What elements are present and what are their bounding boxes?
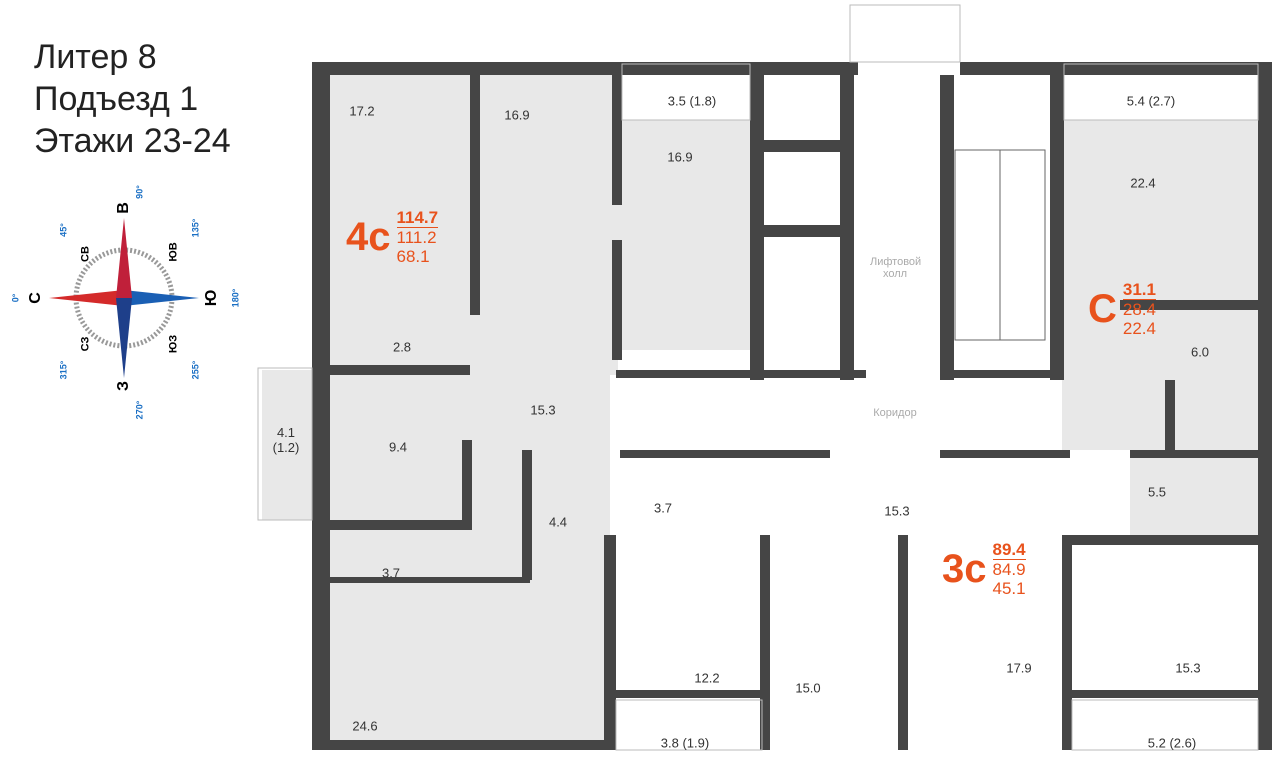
compass-nw: СЗ xyxy=(79,336,92,352)
area: 28.4 xyxy=(1122,300,1156,319)
living-area: 22.4 xyxy=(1122,319,1156,338)
entrance-label: Подъезд 1 xyxy=(34,80,199,118)
apartment-code: С xyxy=(1088,286,1117,331)
room-area: 17.9 xyxy=(1006,660,1032,676)
compass-north: С xyxy=(27,292,44,304)
total-area: 31.1 xyxy=(1122,280,1156,300)
room-area: 6.0 xyxy=(1190,344,1210,360)
room-area: 15.3 xyxy=(530,402,556,418)
corridor-label: Коридор xyxy=(873,407,917,419)
room-area: 5.5 xyxy=(1147,484,1167,500)
total-area: 89.4 xyxy=(992,540,1026,560)
room-area: 5.2 (2.6) xyxy=(1147,735,1197,751)
deg-90: 90° xyxy=(134,185,145,199)
room-area: 12.2 xyxy=(694,670,720,686)
area: 84.9 xyxy=(992,560,1026,579)
room-area: 3.7 xyxy=(653,500,673,516)
room-area: 2.8 xyxy=(392,339,412,355)
room-area: 3.7 xyxy=(381,565,401,581)
room-area: 17.2 xyxy=(349,103,375,119)
room-area: 3.5 (1.8) xyxy=(667,93,717,109)
compass-west: З xyxy=(115,380,132,392)
balconies xyxy=(257,4,1259,751)
compass-se: ЮВ xyxy=(167,242,180,262)
deg-270: 270° xyxy=(134,400,145,420)
room-area: 15.3 xyxy=(884,503,910,519)
room-area: 4.1 (1.2) xyxy=(272,425,300,455)
compass-south: Ю xyxy=(203,289,220,307)
room-area: 16.9 xyxy=(667,149,693,165)
deg-0: 0° xyxy=(10,293,21,303)
room-area: 4.4 xyxy=(548,514,568,530)
deg-255: 255° xyxy=(190,360,201,380)
room-area: 3.8 (1.9) xyxy=(660,735,710,751)
apartment-code: 4с xyxy=(346,214,391,259)
deg-45: 45° xyxy=(58,223,69,237)
room-area: 5.4 (2.7) xyxy=(1126,93,1176,109)
room-area: 22.4 xyxy=(1130,175,1156,191)
living-area: 45.1 xyxy=(992,579,1026,598)
compass xyxy=(49,218,199,378)
stairs xyxy=(954,149,1046,341)
floors-label: Этажи 23-24 xyxy=(34,122,231,160)
room-area: 9.4 xyxy=(388,439,408,455)
room-area: 15.3 xyxy=(1175,660,1201,676)
room-area: 15.0 xyxy=(795,680,821,696)
walls xyxy=(312,62,1272,750)
living-area: 68.1 xyxy=(396,247,430,266)
area: 111.2 xyxy=(396,228,437,247)
lift-hall-label: Лифтовой холл xyxy=(870,256,922,280)
deg-315: 315° xyxy=(58,360,69,380)
deg-135: 135° xyxy=(190,218,201,238)
room-area: 24.6 xyxy=(352,718,378,734)
total-area: 114.7 xyxy=(396,208,439,228)
apartment-code: 3с xyxy=(942,546,987,591)
room-area: 16.9 xyxy=(504,107,530,123)
deg-180: 180° xyxy=(230,288,241,308)
compass-sw: ЮЗ xyxy=(167,334,180,354)
compass-east: В xyxy=(115,202,132,214)
building-label: Литер 8 xyxy=(34,38,157,76)
compass-ne: СВ xyxy=(79,246,92,262)
